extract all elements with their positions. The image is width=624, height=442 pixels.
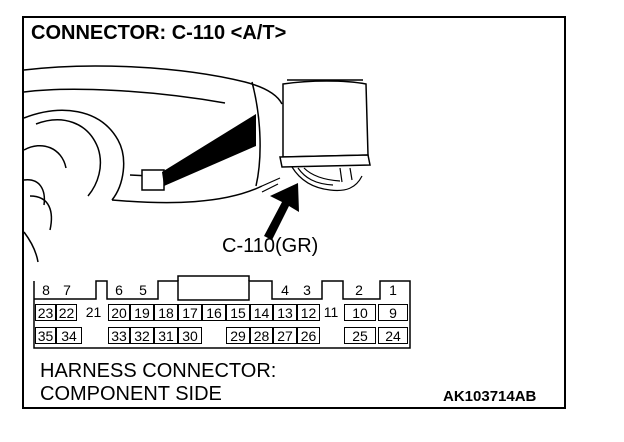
pin-8: 8: [42, 282, 50, 298]
pin-4: 4: [281, 282, 289, 298]
pin-16: 16: [202, 304, 226, 321]
pin-1: 1: [389, 282, 397, 298]
harness-wires-icon: [261, 166, 363, 193]
pin-20: 20: [108, 304, 130, 321]
pin-31: 31: [154, 327, 178, 344]
pin-27: 27: [273, 327, 297, 344]
pin-14: 14: [250, 304, 273, 321]
pin-28: 28: [250, 327, 273, 344]
pin-21: 21: [85, 304, 102, 320]
pin-24: 24: [378, 327, 408, 344]
pin-3: 3: [303, 282, 311, 298]
pointer-wedge: [162, 114, 256, 186]
pin-5: 5: [139, 282, 147, 298]
pin-11: 11: [323, 304, 339, 320]
pin-19: 19: [130, 304, 154, 321]
dashboard-outline: [23, 65, 283, 263]
pin-13: 13: [273, 304, 297, 321]
pin-12: 12: [297, 304, 320, 321]
pin-30: 30: [178, 327, 202, 344]
pin-35: 35: [35, 327, 56, 344]
pin-22: 22: [56, 304, 77, 321]
caption-line-2: COMPONENT SIDE: [40, 383, 222, 405]
pin-18: 18: [154, 304, 178, 321]
pin-34: 34: [56, 327, 82, 344]
pin-2: 2: [355, 282, 363, 298]
pin-32: 32: [130, 327, 154, 344]
pin-9: 9: [378, 304, 408, 321]
connector-face-outline: [33, 275, 411, 349]
dash-connector-icon: [141, 169, 165, 191]
pin-25: 25: [344, 327, 376, 344]
pin-29: 29: [226, 327, 250, 344]
pin-7: 7: [63, 282, 71, 298]
pin-23: 23: [35, 304, 56, 321]
pin-26: 26: [297, 327, 320, 344]
pin-15: 15: [226, 304, 250, 321]
component-box-icon: [279, 79, 371, 168]
pin-10: 10: [344, 304, 376, 321]
arrow-icon: [264, 183, 299, 240]
diagram-title: CONNECTOR: C-110 <A/T>: [31, 22, 287, 44]
pin-33: 33: [108, 327, 130, 344]
pin-17: 17: [178, 304, 202, 321]
connector-callout-label: C-110(GR): [222, 235, 319, 257]
caption-line-1: HARNESS CONNECTOR:: [40, 360, 277, 382]
pin-6: 6: [115, 282, 123, 298]
figure-code: AK103714AB: [443, 388, 537, 405]
